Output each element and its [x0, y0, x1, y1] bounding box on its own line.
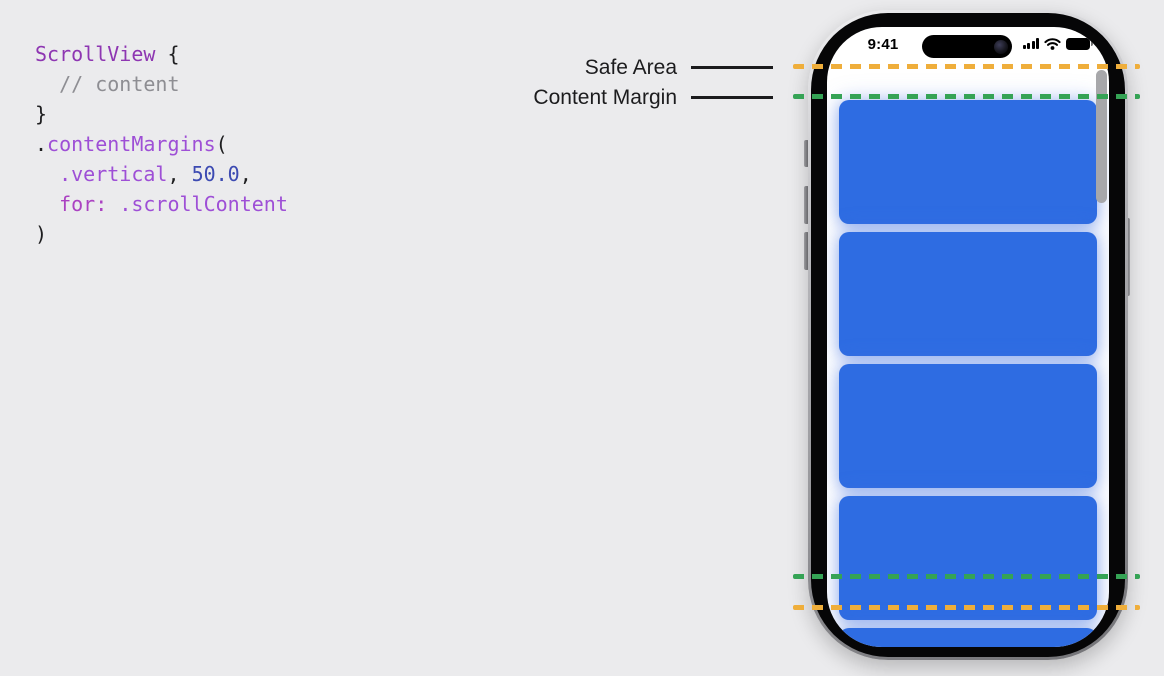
- status-bar-time: 9:41: [867, 36, 899, 53]
- card-1: [839, 100, 1097, 224]
- code-line: // content: [35, 72, 180, 96]
- content-margin-top-guide: [793, 94, 1140, 99]
- code-snippet: ScrollView { // content} .contentMargins(…: [35, 39, 288, 249]
- action-button: [804, 140, 809, 167]
- safe-area-bottom-guide: [793, 605, 1140, 610]
- status-bar-icons: [1022, 37, 1093, 50]
- code-line: .contentMargins(: [35, 132, 228, 156]
- cellular-signal-icon: [1022, 38, 1039, 49]
- content-margin-label: Content Margin: [533, 86, 677, 109]
- phone-screen: 9:41: [827, 27, 1109, 647]
- safe-area-label: Safe Area: [584, 56, 677, 79]
- code-line: }: [35, 102, 48, 126]
- card-2: [839, 232, 1097, 356]
- code-line: ): [35, 222, 48, 246]
- scroll-cards: [827, 27, 1109, 647]
- safe-area-top-guide: [793, 64, 1140, 69]
- battery-icon: [1066, 37, 1093, 50]
- content-margin-connector-line: [691, 96, 773, 99]
- safe-area-connector-line: [691, 66, 773, 69]
- volume-up-button: [804, 186, 809, 224]
- front-camera-icon: [994, 39, 1008, 54]
- code-line: .vertical, 50.0,: [59, 162, 252, 186]
- scrollbar-thumb[interactable]: [1096, 70, 1107, 203]
- dynamic-island: [922, 35, 1012, 58]
- code-line: for: .scrollContent: [59, 192, 288, 216]
- code-line: ScrollView {: [35, 42, 180, 66]
- volume-down-button: [804, 232, 809, 270]
- iphone-mockup: 9:41: [808, 10, 1128, 660]
- content-margin-bottom-guide: [793, 574, 1140, 579]
- card-4: [839, 496, 1097, 620]
- card-5: [839, 628, 1097, 647]
- wifi-icon: [1044, 37, 1061, 50]
- card-3: [839, 364, 1097, 488]
- phone-bezel: 9:41: [811, 13, 1125, 657]
